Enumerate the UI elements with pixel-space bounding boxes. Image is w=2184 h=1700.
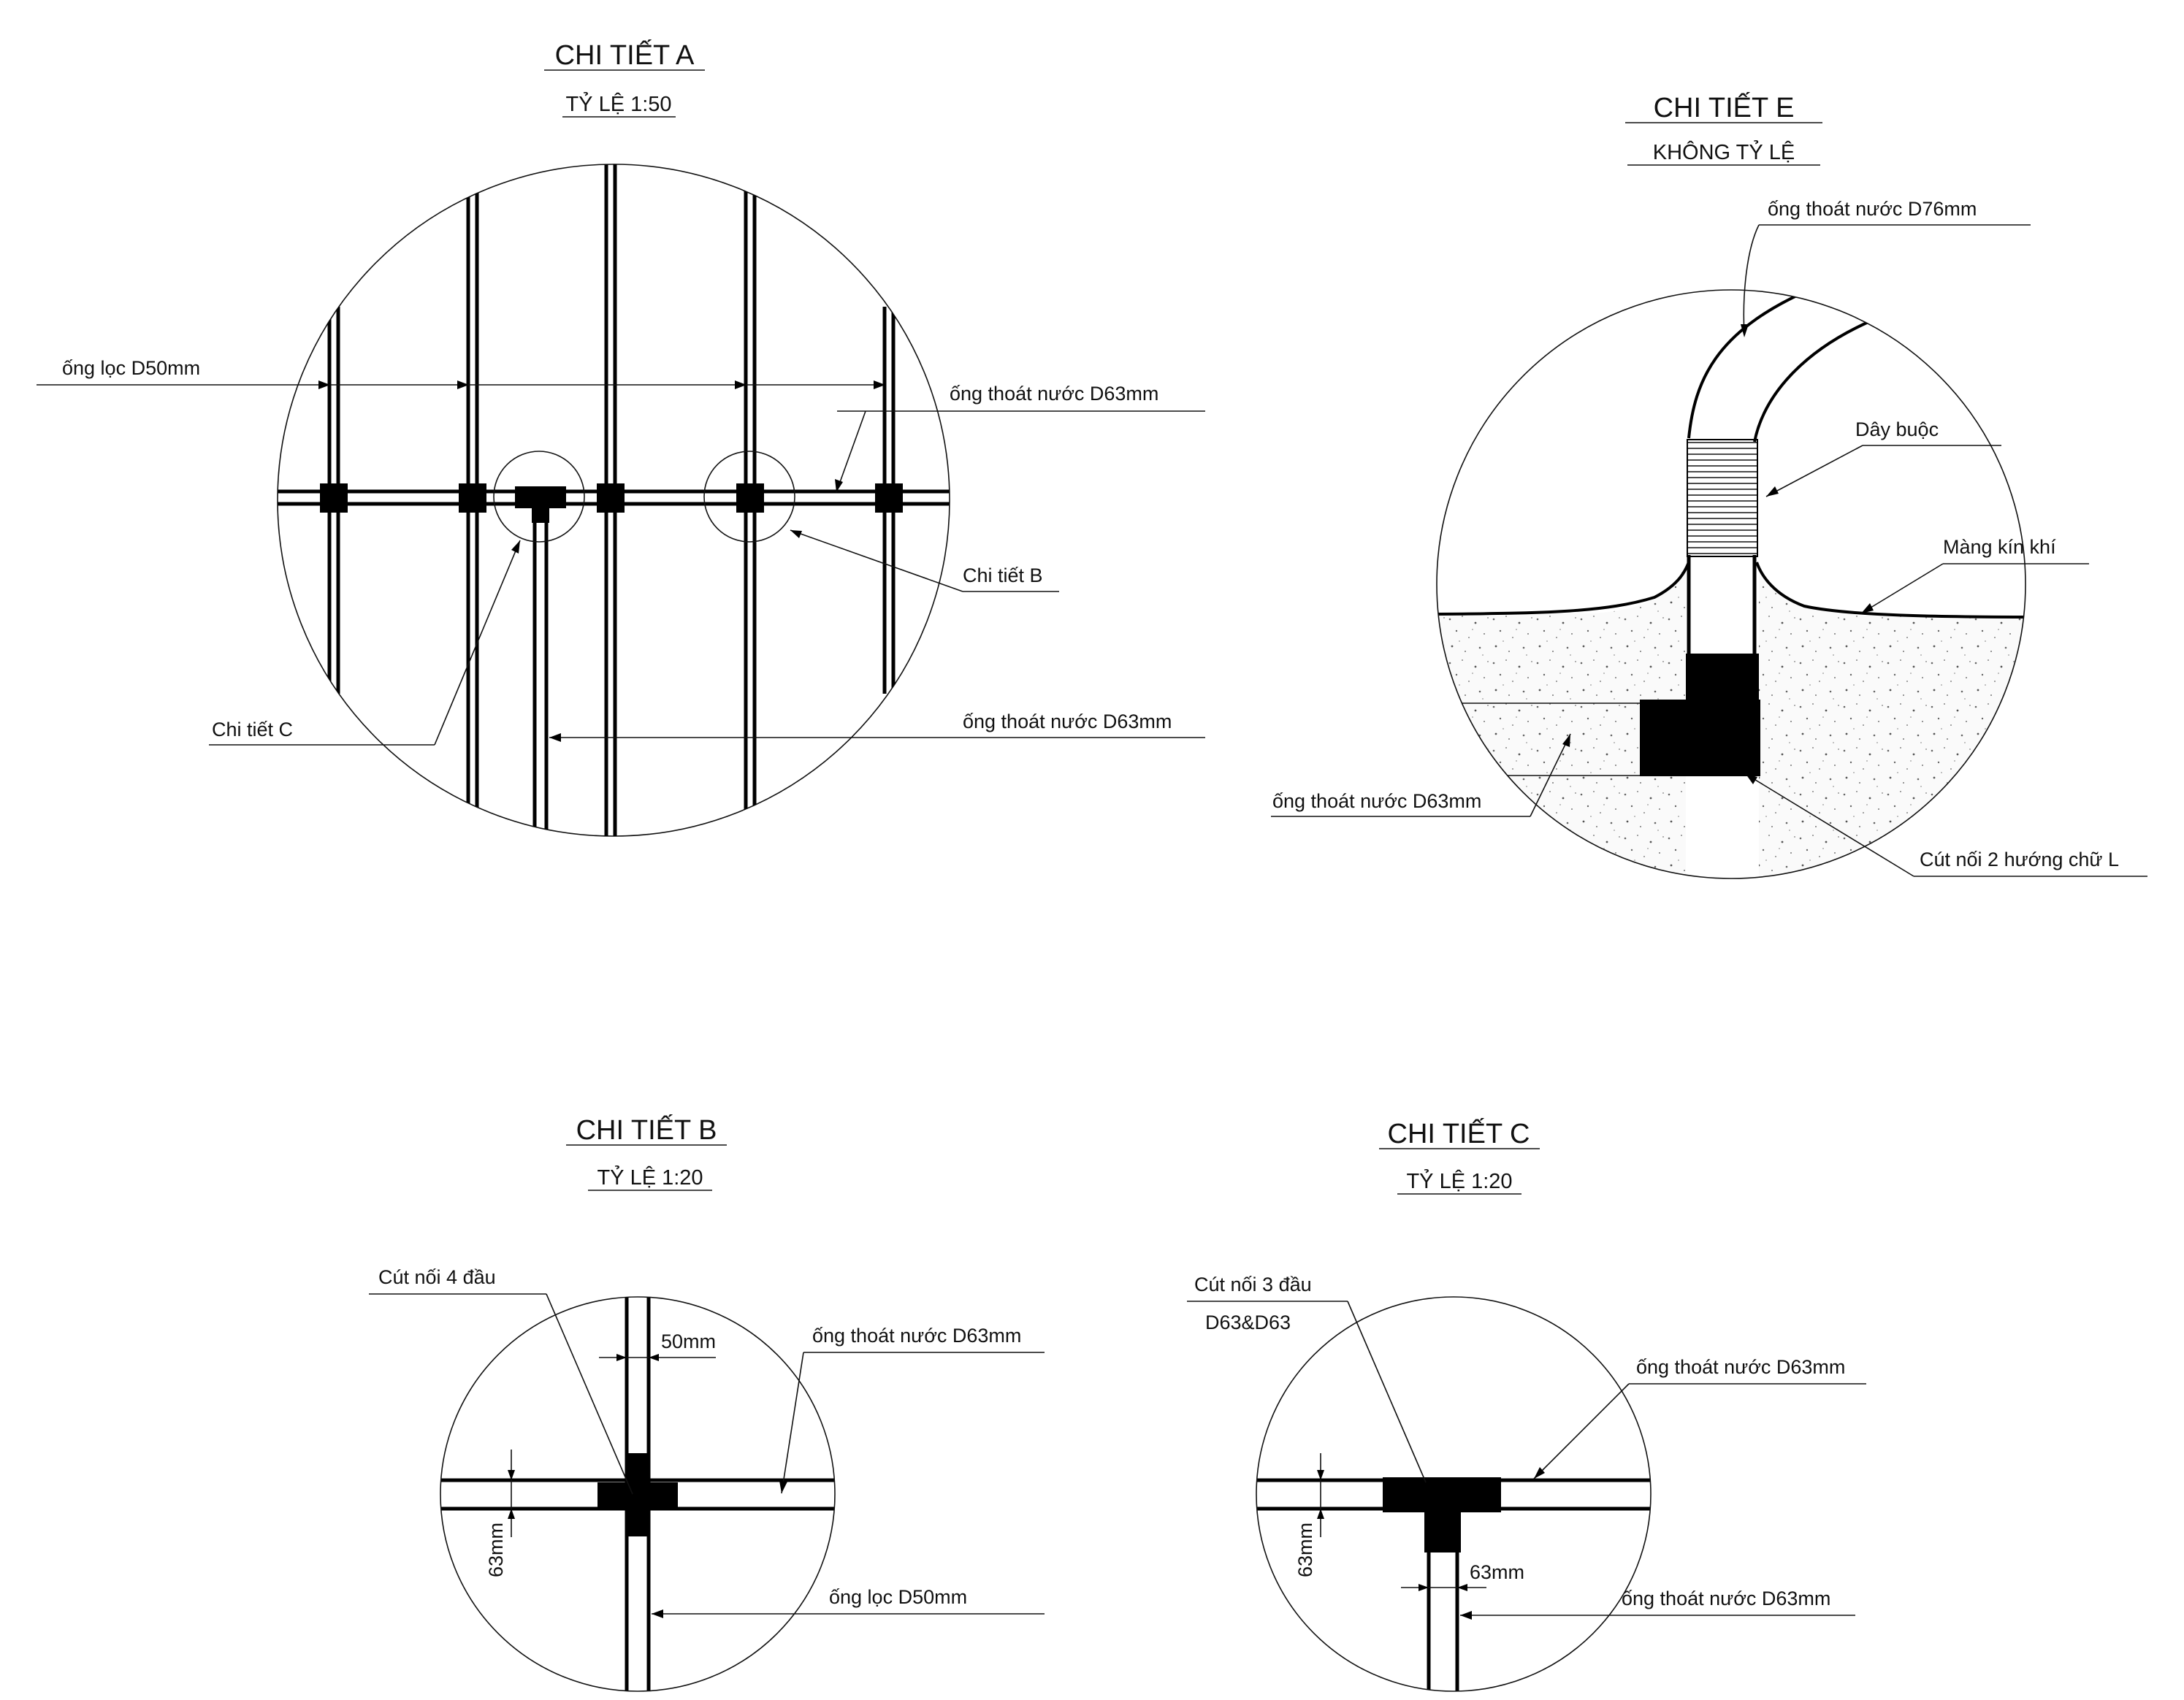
detail-b-boundary-circle bbox=[440, 1296, 836, 1692]
detail-a-tee-fitting-stem bbox=[532, 504, 549, 523]
detail-a-scale: TỶ LỆ 1:50 bbox=[565, 91, 671, 116]
detail-b-leader-drain-pipe: ống thoát nước D63mm bbox=[779, 1325, 1045, 1494]
detail-c: CHI TIẾT C TỶ LỆ 1:20 Cút nối 3 đầu D63&… bbox=[1187, 1117, 1866, 1692]
detail-a-cross-fitting-3 bbox=[597, 483, 625, 513]
detail-e-leader-membrane: Màng kín khí bbox=[1860, 536, 2089, 614]
detail-a-cross-fitting-5 bbox=[875, 483, 903, 513]
detail-c-tee-fitting-stem bbox=[1424, 1504, 1461, 1552]
detail-e-label-tie-rope: Dây buộc bbox=[1855, 418, 1939, 440]
detail-b-leader-cross-fitting: Cút nối 4 đầu bbox=[369, 1266, 633, 1495]
detail-a-leader-drain-bottom: ống thoát nước D63mm bbox=[549, 711, 1205, 742]
detail-b-label-dim-63: 63mm bbox=[485, 1523, 507, 1577]
detail-a-leader-detail-c: Chi tiết C bbox=[209, 540, 521, 746]
detail-c-title: CHI TIẾT C bbox=[1388, 1117, 1530, 1149]
detail-c-dimension-63-horizontal: 63mm bbox=[1401, 1561, 1524, 1591]
detail-a-label-detail-b: Chi tiết B bbox=[963, 564, 1043, 586]
detail-a-title: CHI TIẾT A bbox=[555, 39, 695, 71]
detail-c-label-drain-top: ống thoát nước D63mm bbox=[1636, 1356, 1845, 1378]
detail-a-cross-fitting-2 bbox=[459, 483, 486, 513]
detail-e-d76-curve-left bbox=[1687, 291, 1805, 439]
detail-b-label-filter-pipe: ống lọc D50mm bbox=[829, 1586, 967, 1608]
detail-e-leader-l-elbow: Cút nối 2 hướng chữ L bbox=[1745, 773, 2147, 877]
detail-b: CHI TIẾT B TỶ LỆ 1:20 Cút nối 4 đầu 50mm bbox=[369, 1114, 1045, 1692]
detail-e-leader-d63: ống thoát nước D63mm bbox=[1271, 733, 1571, 817]
detail-b-label-drain-pipe: ống thoát nước D63mm bbox=[812, 1325, 1021, 1347]
detail-e-l-elbow-horizontal bbox=[1640, 700, 1760, 776]
detail-c-leader-drain-bottom: ống thoát nước D63mm bbox=[1460, 1588, 1855, 1620]
detail-c-label-drain-bottom: ống thoát nước D63mm bbox=[1622, 1588, 1830, 1609]
detail-c-scale: TỶ LỆ 1:20 bbox=[1406, 1168, 1512, 1193]
detail-b-dimension-63: 63mm bbox=[485, 1450, 515, 1577]
detail-a-cross-fitting-1 bbox=[320, 483, 348, 513]
detail-b-dimension-50: 50mm bbox=[599, 1330, 716, 1361]
detail-c-label-dim-63-vertical: 63mm bbox=[1294, 1523, 1316, 1577]
detail-b-label-dim-50: 50mm bbox=[661, 1330, 716, 1352]
detail-a-label-detail-c: Chi tiết C bbox=[212, 719, 293, 740]
detail-e-title: CHI TIẾT E bbox=[1654, 91, 1795, 123]
detail-a-cross-fitting-4 bbox=[736, 483, 764, 513]
detail-c-label-dim-63-horizontal: 63mm bbox=[1470, 1561, 1524, 1583]
detail-b-cross-fitting-vertical bbox=[625, 1453, 650, 1536]
detail-c-label-tee-line1: Cút nối 3 đầu bbox=[1194, 1274, 1312, 1295]
detail-b-scale: TỶ LỆ 1:20 bbox=[597, 1165, 703, 1190]
detail-e-membrane-right bbox=[1755, 562, 2025, 619]
detail-e-soil-fill bbox=[1437, 562, 2025, 878]
detail-e-label-l-elbow: Cút nối 2 hướng chữ L bbox=[1920, 849, 2119, 870]
detail-e-tie-rope-coil bbox=[1687, 439, 1758, 557]
detail-c-dimension-63-vertical: 63mm bbox=[1294, 1453, 1324, 1577]
detail-a-label-filter-pipe: ống lọc D50mm bbox=[62, 357, 200, 379]
detail-a-marker-b bbox=[703, 451, 795, 543]
detail-e-label-membrane: Màng kín khí bbox=[1943, 536, 2056, 558]
detail-a-label-drain-top: ống thoát nước D63mm bbox=[950, 383, 1158, 405]
detail-e-label-d63: ống thoát nước D63mm bbox=[1272, 790, 1481, 812]
detail-c-label-tee-line2: D63&D63 bbox=[1205, 1312, 1291, 1333]
detail-a: CHI TIẾT A TỶ LỆ 1:50 bbox=[37, 39, 1205, 837]
detail-c-leader-tee-fitting: Cút nối 3 đầu D63&D63 bbox=[1187, 1274, 1427, 1483]
detail-b-leader-filter-pipe: ống lọc D50mm bbox=[652, 1586, 1045, 1618]
detail-e-d76-curve-right bbox=[1753, 320, 1871, 443]
detail-c-leader-drain-top: ống thoát nước D63mm bbox=[1533, 1356, 1866, 1479]
detail-a-label-drain-bottom: ống thoát nước D63mm bbox=[963, 711, 1172, 732]
detail-a-leader-filter-pipe: ống lọc D50mm bbox=[37, 357, 885, 389]
detail-e-label-d76: ống thoát nước D76mm bbox=[1768, 198, 1977, 220]
detail-e-leader-tie-rope: Dây buộc bbox=[1765, 418, 2001, 497]
detail-e-membrane-left bbox=[1437, 562, 1690, 616]
detail-a-leader-detail-b: Chi tiết B bbox=[790, 529, 1059, 592]
detail-a-leader-drain-top: ống thoát nước D63mm bbox=[835, 383, 1205, 493]
detail-b-title: CHI TIẾT B bbox=[576, 1114, 717, 1146]
detail-e: CHI TIẾT E KHÔNG TỶ LỆ bbox=[1271, 91, 2147, 879]
detail-e-scale: KHÔNG TỶ LỆ bbox=[1653, 139, 1795, 164]
detail-e-section bbox=[1437, 291, 2025, 878]
detail-a-marker-c bbox=[493, 451, 585, 543]
detail-c-boundary-circle bbox=[1256, 1296, 1652, 1692]
detail-b-label-cross-fitting: Cút nối 4 đầu bbox=[378, 1266, 496, 1288]
detail-e-leader-d76: ống thoát nước D76mm bbox=[1741, 198, 2031, 337]
detail-e-boundary-circle bbox=[1436, 289, 2026, 879]
